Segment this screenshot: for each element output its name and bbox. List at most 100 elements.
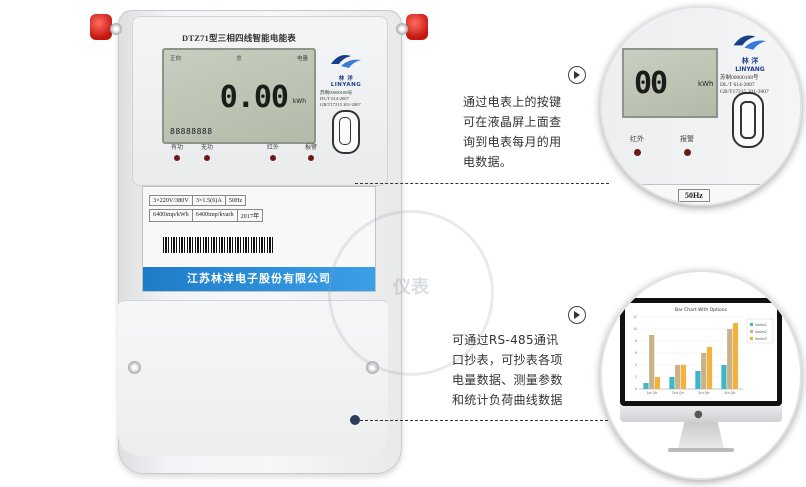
red-seal-cap [406, 14, 428, 40]
bar [675, 365, 681, 389]
led-icon [204, 155, 210, 161]
spec-year: 2017年 [236, 209, 264, 222]
y-tick-label: 4 [635, 363, 637, 367]
screw-icon [128, 361, 141, 374]
callout-line: 电数据。 [463, 155, 513, 169]
chart-title: Bar Chart With Options [675, 307, 728, 313]
brand-sub: LINYANG [735, 66, 765, 73]
screw-icon [366, 361, 379, 374]
indicator-reactive: 无功 [192, 142, 222, 161]
zoomed-query-button [732, 92, 764, 148]
zoomed-brand: 林 洋 LINYANG 苏制00000108号 DL/T 614-2007 GB… [720, 30, 780, 96]
y-tick-label: 10 [633, 327, 637, 331]
cert-line: 苏制00000108号 [720, 75, 759, 81]
cert-line: GB/T17215.301-2007 [320, 102, 361, 107]
x-tick-label: 1st Qtr [646, 391, 658, 395]
legend-label: Series1 [755, 323, 767, 327]
connector-top [355, 183, 609, 184]
indicator-infrared: 红外 [258, 142, 288, 161]
bar [721, 365, 727, 389]
callout-line: 询到电表每月的用 [463, 135, 562, 149]
monitor-chin [620, 406, 782, 422]
bar [654, 377, 661, 389]
lcd-tags: 正向 总 电量 [170, 54, 308, 62]
zoomed-nameplate: 50Hz [622, 184, 800, 204]
x-tick-label: 4th Qtr [724, 391, 736, 395]
legend-label: Series3 [755, 337, 767, 341]
lcd-unit: kWh [292, 98, 306, 105]
bar [649, 335, 655, 389]
led-icon [633, 149, 641, 156]
barcode [163, 237, 273, 253]
linyang-logo-icon [733, 35, 767, 50]
y-tick-label: 12 [633, 315, 637, 319]
zoomed-reading: 00 [634, 66, 668, 101]
screw-icon [110, 23, 122, 35]
bar [669, 377, 675, 389]
led-icon [308, 155, 314, 161]
right-terminal-ear [388, 10, 428, 50]
led-icon [174, 155, 180, 161]
query-button [332, 110, 360, 154]
lcd-display: 正向 总 电量 0.00 kWh 88888888 [162, 48, 316, 144]
cert-line: DL/T 614-2007 [720, 82, 755, 88]
cert-line: DL/T 614-2007 [320, 96, 349, 101]
y-tick-label: 2 [635, 375, 637, 379]
brand-name: 林 洋 [338, 76, 354, 82]
company-name: 江苏林洋电子股份有限公司 [143, 267, 375, 291]
connector-bottom [350, 420, 608, 421]
legend-swatch [750, 323, 753, 326]
arrow-right-icon [568, 66, 586, 84]
cert-line: 苏制00000108号 [320, 90, 353, 95]
arrow-right-icon [568, 306, 586, 324]
red-seal-cap [90, 14, 112, 40]
linyang-logo-icon [331, 55, 361, 68]
zoomed-lcd: 00 kWh [622, 48, 718, 118]
y-tick-label: 6 [635, 351, 637, 355]
bar [732, 323, 739, 389]
spec-row-2: 6400imp/kWh 6400imp/kvarh 2017年 [149, 209, 264, 222]
legend-label: Series2 [755, 330, 767, 334]
zoomed-unit: kWh [698, 80, 714, 88]
led-icon [683, 149, 691, 156]
indicator-label: 红外 [266, 144, 279, 151]
indicator-label: 报警 [680, 135, 694, 143]
terminal-cover [118, 300, 388, 456]
monitor-base [668, 448, 734, 452]
indicator-active: 有功 [162, 142, 192, 161]
lcd-tag-direction: 正向 [170, 56, 182, 62]
spec-voltage: 3×220V/380V [149, 195, 193, 206]
callout-rs485: 可通过RS-485通讯 口抄表，可抄表各项 电量数据、测量参数 和统计负荷曲线数… [452, 330, 563, 410]
callout-line: 可在液晶屏上面查 [463, 115, 562, 129]
zoomed-indicator-infrared: 红外 [630, 134, 644, 156]
indicator-label: 红外 [630, 135, 644, 143]
callout-line: 和统计负荷曲线数据 [452, 393, 563, 407]
brand-name: 林 洋 [741, 57, 759, 65]
indicator-label: 有功 [170, 144, 183, 151]
callout-line: 可通过RS-485通讯 [452, 333, 559, 347]
model-label: DTZ71型三相四线智能电能表 [182, 33, 296, 43]
energy-meter-image: DTZ71型三相四线智能电能表 正向 总 电量 0.00 kWh 8888888… [90, 10, 494, 477]
apple-logo-icon: ● [694, 409, 703, 420]
bar [706, 347, 713, 389]
bar [680, 365, 687, 389]
lcd-zoom-callout: 00 kWh 林 洋 LINYANG 苏制00000108号 DL/T 614-… [600, 6, 802, 206]
indicator-alarm: 报警 [296, 142, 326, 161]
lcd-tag-total: 总 [236, 56, 242, 62]
brand-sub: LINYANG [330, 82, 362, 88]
led-icon [270, 155, 276, 161]
callout-line: 电量数据、测量参数 [452, 373, 563, 387]
spec-row-1: 3×220V/380V 3×1.5(6)A 50Hz [149, 195, 247, 206]
spec-reactive-constant: 6400imp/kvarh [191, 209, 238, 222]
lcd-digit-row: 88888888 [170, 127, 213, 136]
spec-current: 3×1.5(6)A [191, 195, 226, 206]
monitor-stand [678, 422, 724, 448]
brand-block: 林 洋 LINYANG 苏制00000108号 DL/T 614-2007 GB… [318, 50, 374, 108]
callout-line: 通过电表上的按键 [463, 95, 562, 109]
lcd-tag-energy: 电量 [296, 56, 308, 62]
legend-swatch [750, 330, 753, 333]
indicator-label: 无功 [200, 144, 213, 151]
